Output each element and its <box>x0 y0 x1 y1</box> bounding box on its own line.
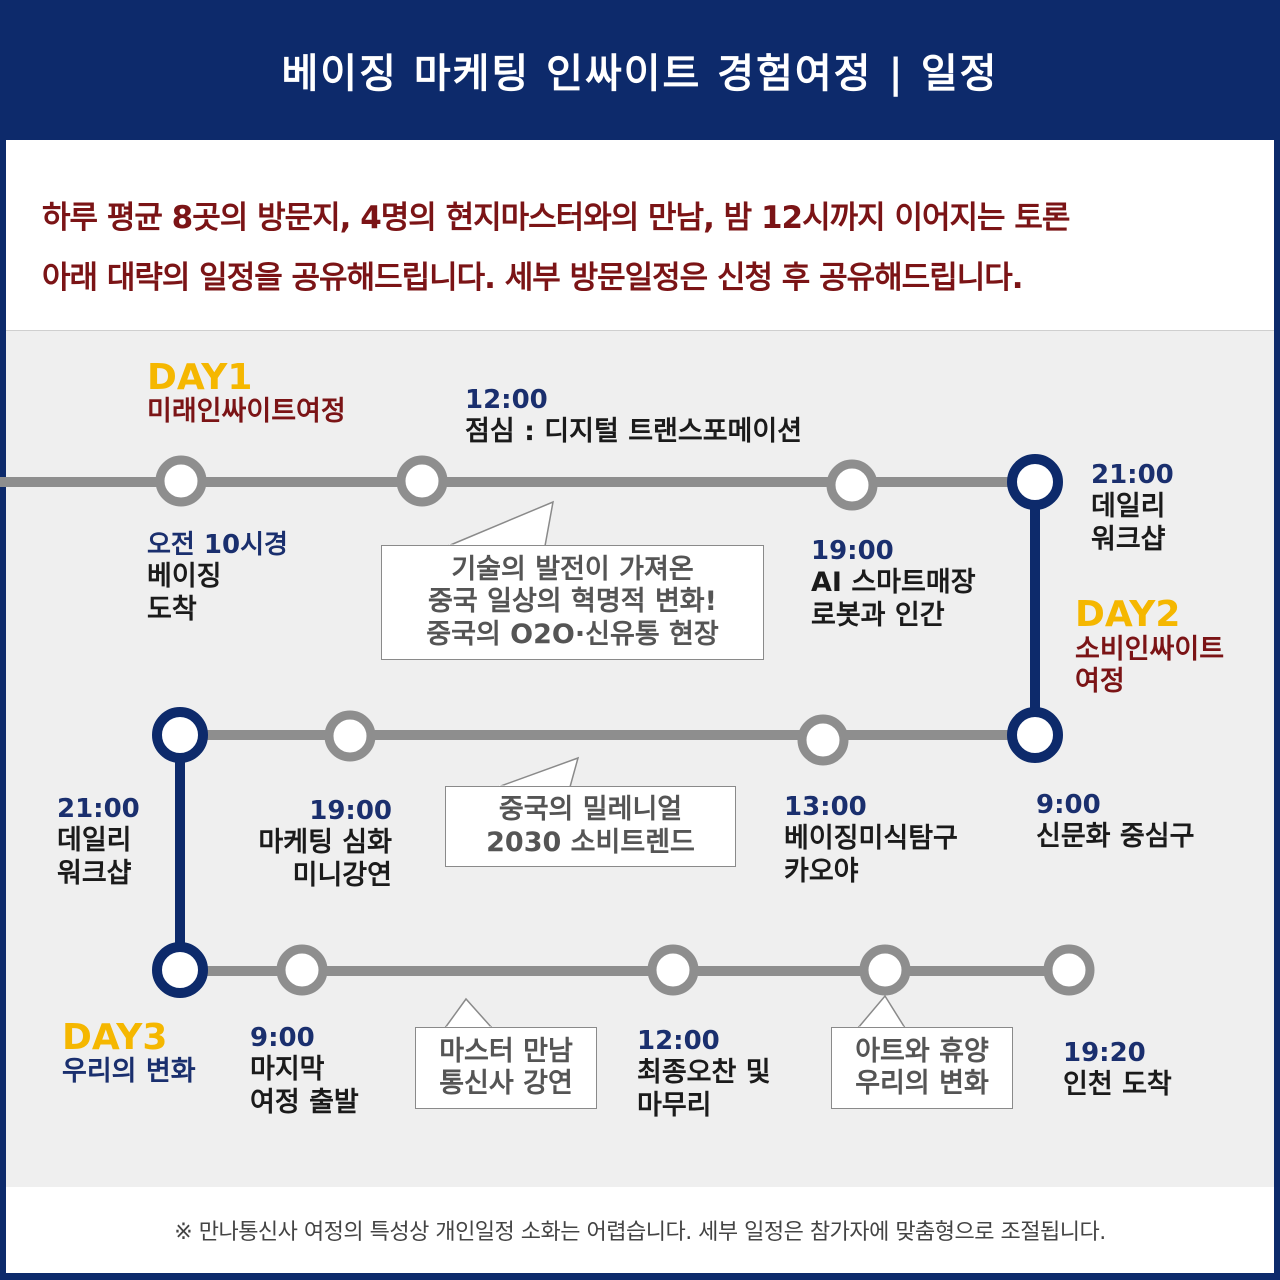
bubble-line: 마스터 만남 <box>439 1035 573 1067</box>
stop-d1-workshop <box>1007 454 1063 510</box>
stop-time: 9:00 <box>1036 790 1101 820</box>
stop-name: 베이징미식탐구 <box>784 823 958 855</box>
stop-d3-art <box>859 944 911 996</box>
intro-line-2: 아래 대략의 일정을 공유해드립니다. 세부 방문일정은 신청 후 공유해드립니… <box>42 260 1024 296</box>
itinerary-map <box>6 331 1274 1187</box>
stop-label-d3-arrive: 19:20 인천 도착 <box>1063 1038 1172 1102</box>
stop-name: 최종오찬 및 <box>637 1057 771 1089</box>
bubble-tail-millennial <box>497 756 580 788</box>
stop-d1-lunch <box>396 455 448 507</box>
stop-name: 마케팅 심화 <box>258 827 392 859</box>
stop-name: 인천 도착 <box>1063 1069 1172 1101</box>
stop-d3-depart <box>276 944 328 996</box>
intro-line-1: 하루 평균 8곳의 방문지, 4명의 현지마스터와의 만남, 밤 12시까지 이… <box>42 200 1070 236</box>
stop-name: 마무리 <box>637 1089 712 1121</box>
bubble-millennial: 중국의 밀레니얼 2030 소비트렌드 <box>445 786 736 867</box>
stop-label-d2-start: 9:00 신문화 중심구 <box>1036 790 1194 854</box>
bubble-line: 우리의 변화 <box>855 1068 989 1099</box>
stop-time: 12:00 <box>637 1026 720 1056</box>
stop-time: 19:00 <box>309 796 392 826</box>
stop-label-d2-food: 13:00 베이징미식탐구 카오야 <box>784 792 958 888</box>
stop-d3-arrive <box>1043 944 1095 996</box>
day2-title: DAY2 <box>1075 594 1181 635</box>
stop-name: 로봇과 인간 <box>811 599 945 631</box>
stop-name: 데일리 <box>57 825 132 857</box>
stop-name: 여정 출발 <box>250 1086 359 1118</box>
stop-time: 오전 10시경 <box>147 530 288 560</box>
stop-d2-workshop <box>152 707 208 763</box>
stop-label-d3-lunch: 12:00 최종오찬 및 마무리 <box>637 1026 771 1122</box>
bubble-tech: 기술의 발전이 가져온 중국 일상의 혁명적 변화! 중국의 O2O·신유통 현… <box>381 545 764 660</box>
stop-name: 카오야 <box>784 855 859 887</box>
stop-time: 19:00 <box>811 536 894 566</box>
stop-label-d1-arrive: 오전 10시경 베이징 도착 <box>147 530 288 626</box>
stop-time: 12:00 <box>465 385 548 415</box>
stop-name: 점심 : 디지털 트랜스포메이션 <box>465 416 803 448</box>
bubble-line: 중국의 밀레니얼 <box>498 794 683 826</box>
day2-subtitle-line2: 여정 <box>1075 666 1125 697</box>
bubble-tail-master <box>443 997 494 1029</box>
stop-d3-start <box>152 942 208 998</box>
stop-d3-lunch <box>647 944 699 996</box>
stop-time: 21:00 <box>57 794 140 824</box>
footer-note-bar: ※ 만나통신사 여정의 특성상 개인일정 소화는 어렵습니다. 세부 일정은 참… <box>6 1187 1274 1273</box>
day3-subtitle: 우리의 변화 <box>62 1056 196 1087</box>
stop-time: 13:00 <box>784 792 867 822</box>
day1-title: DAY1 <box>147 357 253 398</box>
stop-label-d2-workshop: 21:00 데일리 워크샵 <box>57 794 140 890</box>
bubble-line: 중국의 O2O·신유통 현장 <box>426 618 719 650</box>
stop-d2-food <box>797 714 849 766</box>
day3-title: DAY3 <box>62 1017 168 1058</box>
day1-subtitle: 미래인싸이트여정 <box>147 396 346 427</box>
bubble-tail-tech <box>447 500 554 547</box>
stop-label-d3-depart: 9:00 마지막 여정 출발 <box>250 1023 359 1119</box>
stop-time: 9:00 <box>250 1023 315 1053</box>
bubble-line: 통신사 강연 <box>439 1068 573 1099</box>
footer-note: ※ 만나통신사 여정의 특성상 개인일정 소화는 어렵습니다. 세부 일정은 참… <box>174 1220 1106 1245</box>
stop-label-d1-ai: 19:00 AI 스마트매장 로봇과 인간 <box>811 536 976 632</box>
stop-name: 데일리 <box>1091 491 1166 523</box>
header-bar: 베이징 마케팅 인싸이트 경험여정 | 일정 <box>0 0 1280 140</box>
stop-name: 워크샵 <box>1091 523 1166 555</box>
bubble-master: 마스터 만남 통신사 강연 <box>415 1027 597 1109</box>
stop-d1-ai <box>826 459 878 511</box>
bubble-line: 2030 소비트렌드 <box>486 826 695 858</box>
stop-time: 21:00 <box>1091 460 1174 490</box>
stop-name: 미니강연 <box>292 859 392 891</box>
day2-subtitle-line1: 소비인싸이트 <box>1075 634 1225 665</box>
stop-name: 신문화 중심구 <box>1036 821 1195 853</box>
bubble-line: 아트와 휴양 <box>855 1035 989 1067</box>
stop-label-d1-workshop: 21:00 데일리 워크샵 <box>1091 460 1174 556</box>
bubble-line: 중국 일상의 혁명적 변화! <box>428 586 717 618</box>
bubble-tail-art <box>856 994 907 1029</box>
stop-d2-lecture <box>324 710 376 762</box>
stop-label-d1-lunch: 12:00 점심 : 디지털 트랜스포메이션 <box>465 385 802 449</box>
stop-name: 마지막 <box>250 1054 325 1086</box>
stop-name: 베이징 <box>147 561 222 593</box>
bubble-line: 기술의 발전이 가져온 <box>451 553 694 585</box>
intro-panel: 하루 평균 8곳의 방문지, 4명의 현지마스터와의 만남, 밤 12시까지 이… <box>6 140 1274 331</box>
stop-name: AI 스마트매장 <box>811 567 976 599</box>
page-title: 베이징 마케팅 인싸이트 경험여정 | 일정 <box>281 50 999 97</box>
bubble-art: 아트와 휴양 우리의 변화 <box>831 1027 1013 1109</box>
stop-name: 도착 <box>147 593 197 625</box>
stop-d1-arrive <box>155 455 207 507</box>
stop-label-d2-lecture: 19:00 마케팅 심화 미니강연 <box>232 796 392 892</box>
stop-name: 워크샵 <box>57 857 132 889</box>
stop-d2-start <box>1007 707 1063 763</box>
stop-time: 19:20 <box>1063 1038 1146 1068</box>
